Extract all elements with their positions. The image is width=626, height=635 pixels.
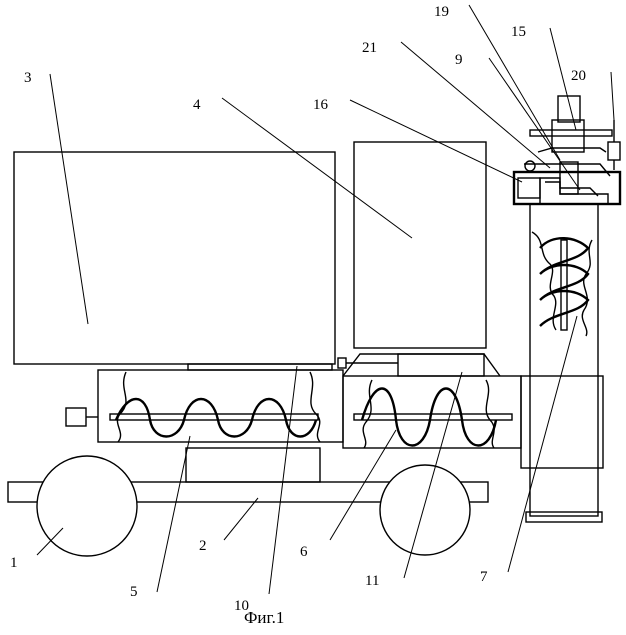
figure-caption: Фиг.1 [244, 608, 284, 627]
hopper-right [354, 142, 486, 348]
label-20: 20 [571, 68, 586, 84]
label-7: 7 [480, 569, 488, 585]
label-3: 3 [24, 70, 32, 86]
auger-housing-left [66, 370, 343, 442]
label-6: 6 [300, 544, 308, 560]
auger-housing-right [338, 354, 603, 468]
upper-head-assembly [514, 96, 620, 204]
label-1: 1 [10, 555, 18, 571]
label-11: 11 [365, 573, 379, 589]
hopper-left [14, 152, 335, 370]
label-2: 2 [199, 538, 207, 554]
label-9: 9 [455, 52, 463, 68]
label-19: 19 [434, 4, 449, 20]
wheel-front [37, 456, 137, 556]
label-4: 4 [193, 97, 201, 113]
label-15: 15 [511, 24, 526, 40]
label-21: 21 [362, 40, 377, 56]
wheel-rear [380, 465, 470, 555]
label-16: 16 [313, 97, 329, 113]
label-5: 5 [130, 584, 138, 600]
